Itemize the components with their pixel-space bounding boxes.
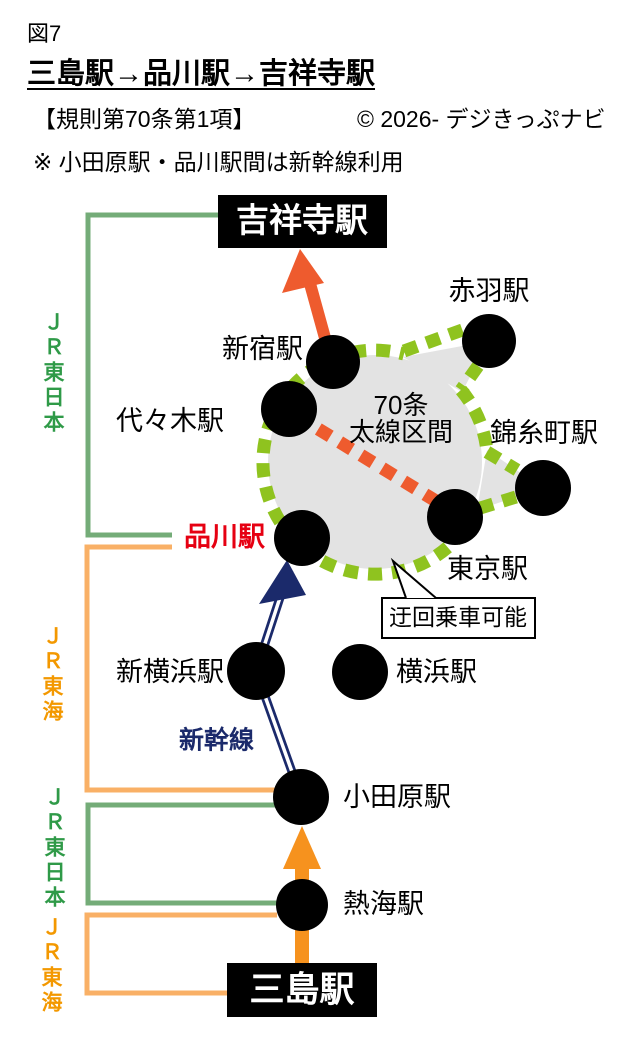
station-node-atami [276, 879, 328, 931]
station-node-yokohama [332, 644, 388, 700]
station-label-atami: 熱海駅 [343, 889, 424, 919]
zone-dash-right-arc [455, 385, 494, 453]
station-label-shinagawa: 品川駅 [184, 522, 265, 552]
zone-dash-main-arc [256, 343, 483, 581]
shinkansen-note: ※ 小田原駅・品川駅間は新幹線利用 [33, 149, 404, 175]
detour-dashed-line [293, 410, 453, 515]
station-node-shinjuku [306, 335, 360, 389]
callout-tail [390, 557, 437, 599]
terminal-mishima: 三島駅 [227, 963, 377, 1017]
route-arrow-head-odawara [283, 826, 321, 869]
station-label-yoyogi: 代々木駅 [116, 406, 224, 436]
station-node-shinagawa [274, 510, 330, 566]
zone-dash-akabane-left [401, 321, 471, 358]
bracket-jr-east-upper [85, 212, 218, 538]
station-node-kinshicho [515, 460, 571, 516]
station-node-odawara [273, 769, 329, 825]
operator-label-jr-east-lower: ＪＲ東日本 [42, 786, 65, 911]
station-label-yokohama: 横浜駅 [396, 657, 477, 687]
terminal-label-mishima: 三島駅 [249, 970, 354, 1009]
station-node-shin-yokohama [227, 642, 285, 700]
bracket-jr-central-lower [84, 912, 277, 996]
zone-dash-akabane-right [455, 362, 484, 394]
zone-dash-kinshicho-top [483, 446, 521, 476]
station-label-kinshicho: 錦糸町駅 [490, 418, 598, 448]
operator-label-jr-central-upper: ＪＲ東海 [40, 625, 63, 725]
zone-label-line2: 太線区間 [349, 417, 453, 447]
copyright-text: © 2026- デジきっぷナビ [357, 106, 606, 132]
detour-callout: 迂回乗車可能 [381, 557, 536, 639]
station-label-shin-yokohama: 新横浜駅 [116, 657, 224, 687]
terminal-box-kichijoji [218, 195, 387, 248]
bracket-jr-central-upper [84, 544, 276, 793]
shinkansen-arrow-head [259, 560, 306, 604]
station-label-shinjuku: 新宿駅 [222, 334, 303, 364]
station-nodes [227, 314, 571, 931]
terminal-label-kichijoji: 吉祥寺駅 [236, 202, 368, 239]
route-arrow-head [282, 249, 324, 293]
station-node-akabane [462, 314, 516, 368]
operator-label-jr-east-upper: ＪＲ東日本 [41, 311, 64, 436]
callout-label: 迂回乗車可能 [389, 604, 527, 630]
station-node-tokyo [427, 489, 483, 545]
zone-dashed-boundary [256, 321, 521, 581]
figure-label: 図7 [27, 21, 62, 46]
station-label-tokyo: 東京駅 [447, 554, 528, 584]
zone-corridor-kinshicho [477, 450, 543, 510]
station-label-odawara: 小田原駅 [343, 782, 451, 812]
page-title: 三島駅→品川駅→吉祥寺駅 [27, 58, 376, 90]
station-node-yoyogi [261, 381, 317, 437]
zone-label-line1: 70条 [374, 390, 429, 420]
bracket-jr-east-lower [85, 802, 278, 906]
rule-reference: 【規則第70条第1項】 [33, 106, 256, 132]
callout-box [381, 597, 536, 639]
terminal-kichijoji: 吉祥寺駅 [218, 195, 387, 248]
operator-label-jr-central-lower: ＪＲ東海 [39, 916, 62, 1016]
zone-dash-kinshicho-bottom [475, 490, 518, 516]
station-label-akabane: 赤羽駅 [449, 276, 530, 306]
terminal-box-mishima [227, 963, 377, 1017]
shinkansen-label: 新幹線 [179, 726, 254, 755]
